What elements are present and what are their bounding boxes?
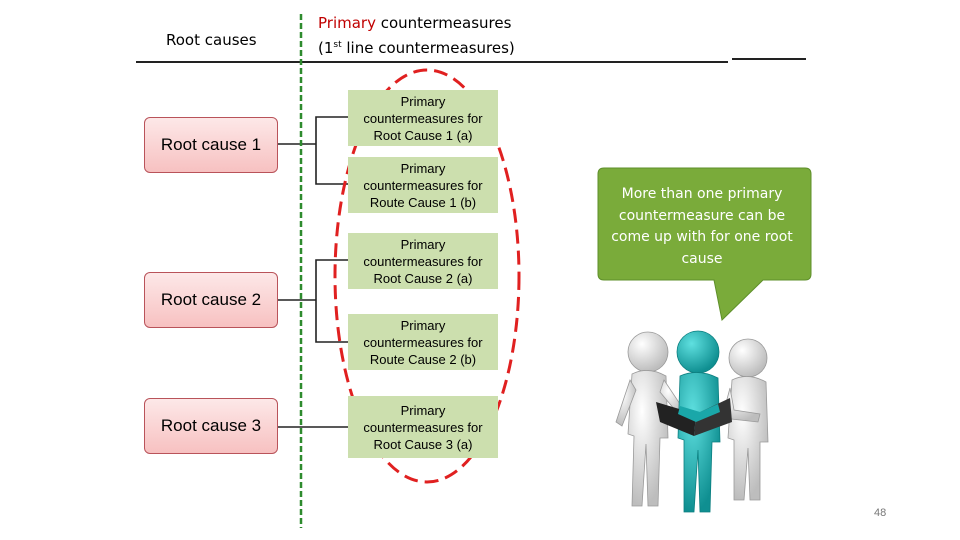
root-cause-1-label: Root cause 1 bbox=[160, 135, 262, 154]
countermeasure-box: Primary countermeasures for Route Cause … bbox=[348, 314, 498, 370]
callout-text: More than one primary countermeasure can… bbox=[611, 186, 793, 267]
root-cause-2-box: Root cause 2 bbox=[144, 272, 278, 328]
countermeasure-label: Primary countermeasures for Root Cause 3… bbox=[363, 402, 483, 452]
primary-word: Primary bbox=[318, 14, 376, 32]
primary-countermeasures-heading: Primary countermeasures bbox=[318, 14, 511, 33]
callout-bubble bbox=[597, 167, 812, 322]
right-figure bbox=[721, 338, 769, 501]
countermeasure-box: Primary countermeasures for Route Cause … bbox=[348, 157, 498, 213]
page-number: 48 bbox=[874, 507, 887, 519]
header-rule-right bbox=[732, 58, 806, 60]
subheading-prefix: (1 bbox=[318, 39, 334, 57]
connector-root-cause-1 bbox=[278, 116, 348, 185]
center-figure bbox=[676, 330, 721, 513]
countermeasure-label: Primary countermeasures for Root Cause 2… bbox=[363, 236, 483, 286]
countermeasure-box: Primary countermeasures for Root Cause 2… bbox=[348, 233, 498, 289]
countermeasure-label: Primary countermeasures for Root Cause 1… bbox=[363, 93, 483, 143]
connector-root-cause-2 bbox=[278, 259, 348, 343]
root-cause-1-box: Root cause 1 bbox=[144, 117, 278, 173]
subheading-suffix: line countermeasures) bbox=[341, 39, 515, 57]
root-cause-3-label: Root cause 3 bbox=[160, 416, 262, 435]
countermeasure-label: Primary countermeasures for Route Cause … bbox=[363, 317, 483, 367]
root-cause-3-box: Root cause 3 bbox=[144, 398, 278, 454]
countermeasures-ellipse bbox=[333, 68, 521, 484]
first-line-subheading: (1st line countermeasures) bbox=[318, 36, 515, 58]
people-illustration bbox=[615, 330, 769, 513]
header-rule-left bbox=[136, 61, 728, 63]
root-cause-2-label: Root cause 2 bbox=[160, 290, 262, 309]
subheading-superscript: st bbox=[333, 40, 342, 50]
document-icon bbox=[656, 398, 732, 436]
countermeasure-box: Primary countermeasures for Root Cause 1… bbox=[348, 90, 498, 146]
countermeasure-label: Primary countermeasures for Route Cause … bbox=[363, 160, 483, 210]
countermeasures-word: countermeasures bbox=[375, 14, 512, 32]
root-causes-heading: Root causes bbox=[166, 31, 257, 49]
countermeasure-box: Primary countermeasures for Root Cause 3… bbox=[348, 396, 498, 458]
